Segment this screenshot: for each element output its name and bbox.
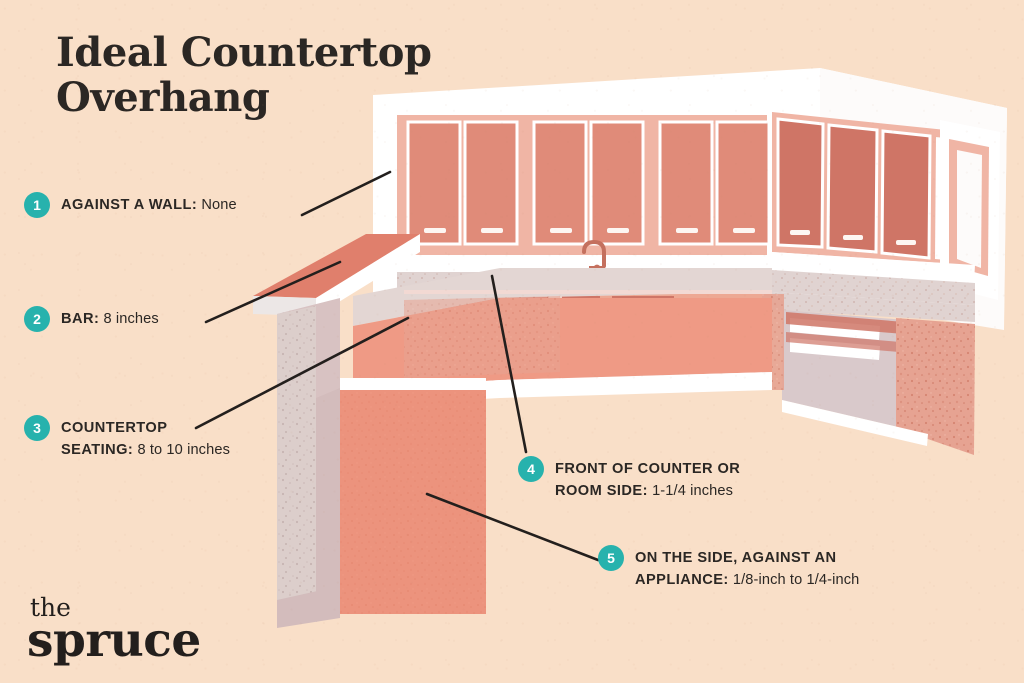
callout-text-1: AGAINST A WALL: None [61, 192, 237, 216]
callout-label-2: BAR: [61, 311, 100, 327]
callout-line-3a: COUNTERTOP [61, 417, 230, 439]
callout-1: 1 AGAINST A WALL: None [24, 192, 237, 218]
callout-label-1: AGAINST A WALL: [61, 197, 198, 213]
callout-line-5b: APPLIANCE: 1/8-inch to 1/4-inch [635, 569, 859, 591]
callout-text-2: BAR: 8 inches [61, 306, 159, 330]
callout-text-4: FRONT OF COUNTER OR ROOM SIDE: 1-1/4 inc… [555, 456, 740, 502]
island-body [316, 378, 486, 622]
callout-value-5: 1/8-inch to 1/4-inch [732, 572, 860, 589]
logo-line-the: the [30, 593, 71, 622]
callout-line-4a: FRONT OF COUNTER OR [555, 458, 740, 480]
callout-label-5b: APPLIANCE: [635, 572, 729, 589]
callout-value-4: 1-1/4 inches [652, 483, 734, 500]
upper-cabinets-right [772, 112, 1000, 300]
callout-line-5a: ON THE SIDE, AGAINST AN [635, 547, 859, 569]
logo-line-spruce: spruce [27, 613, 201, 668]
callout-badge-1: 1 [24, 192, 50, 218]
callout-badge-4: 4 [518, 456, 544, 482]
callout-line-3b: SEATING: 8 to 10 inches [61, 439, 230, 461]
callout-line-4b: ROOM SIDE: 1-1/4 inches [555, 480, 740, 502]
callout-4: 4 FRONT OF COUNTER OR ROOM SIDE: 1-1/4 i… [518, 456, 740, 502]
callout-label-3a: COUNTERTOP [61, 420, 168, 436]
right-counter-run [762, 292, 975, 455]
callout-5: 5 ON THE SIDE, AGAINST AN APPLIANCE: 1/8… [598, 545, 859, 591]
leader-lines [194, 170, 600, 562]
callout-badge-3: 3 [24, 415, 50, 441]
brand-logo: the spruce [27, 593, 201, 668]
callout-value-3: 8 to 10 inches [137, 442, 230, 459]
leader-line-2 [204, 260, 342, 324]
callout-2: 2 BAR: 8 inches [24, 306, 159, 332]
leader-line-3 [194, 316, 410, 430]
callout-value-1: None [201, 197, 237, 213]
upper-cabinets-back [397, 115, 771, 255]
callout-text-3: COUNTERTOP SEATING: 8 to 10 inches [61, 415, 230, 461]
callout-badge-5: 5 [598, 545, 624, 571]
leader-line-5 [425, 492, 600, 562]
leader-line-4 [490, 274, 528, 454]
callout-label-4b: ROOM SIDE: [555, 483, 648, 500]
callout-text-5: ON THE SIDE, AGAINST AN APPLIANCE: 1/8-i… [635, 545, 859, 591]
callout-label-3b: SEATING: [61, 442, 134, 459]
leader-line-1 [300, 170, 392, 217]
callout-label-4a: FRONT OF COUNTER OR [555, 461, 741, 477]
callout-badge-2: 2 [24, 306, 50, 332]
callout-3: 3 COUNTERTOP SEATING: 8 to 10 inches [24, 415, 230, 461]
callout-value-2: 8 inches [103, 311, 159, 327]
callout-label-5a: ON THE SIDE, AGAINST AN [635, 550, 837, 566]
page-title: Ideal Countertop Overhang [56, 29, 432, 121]
